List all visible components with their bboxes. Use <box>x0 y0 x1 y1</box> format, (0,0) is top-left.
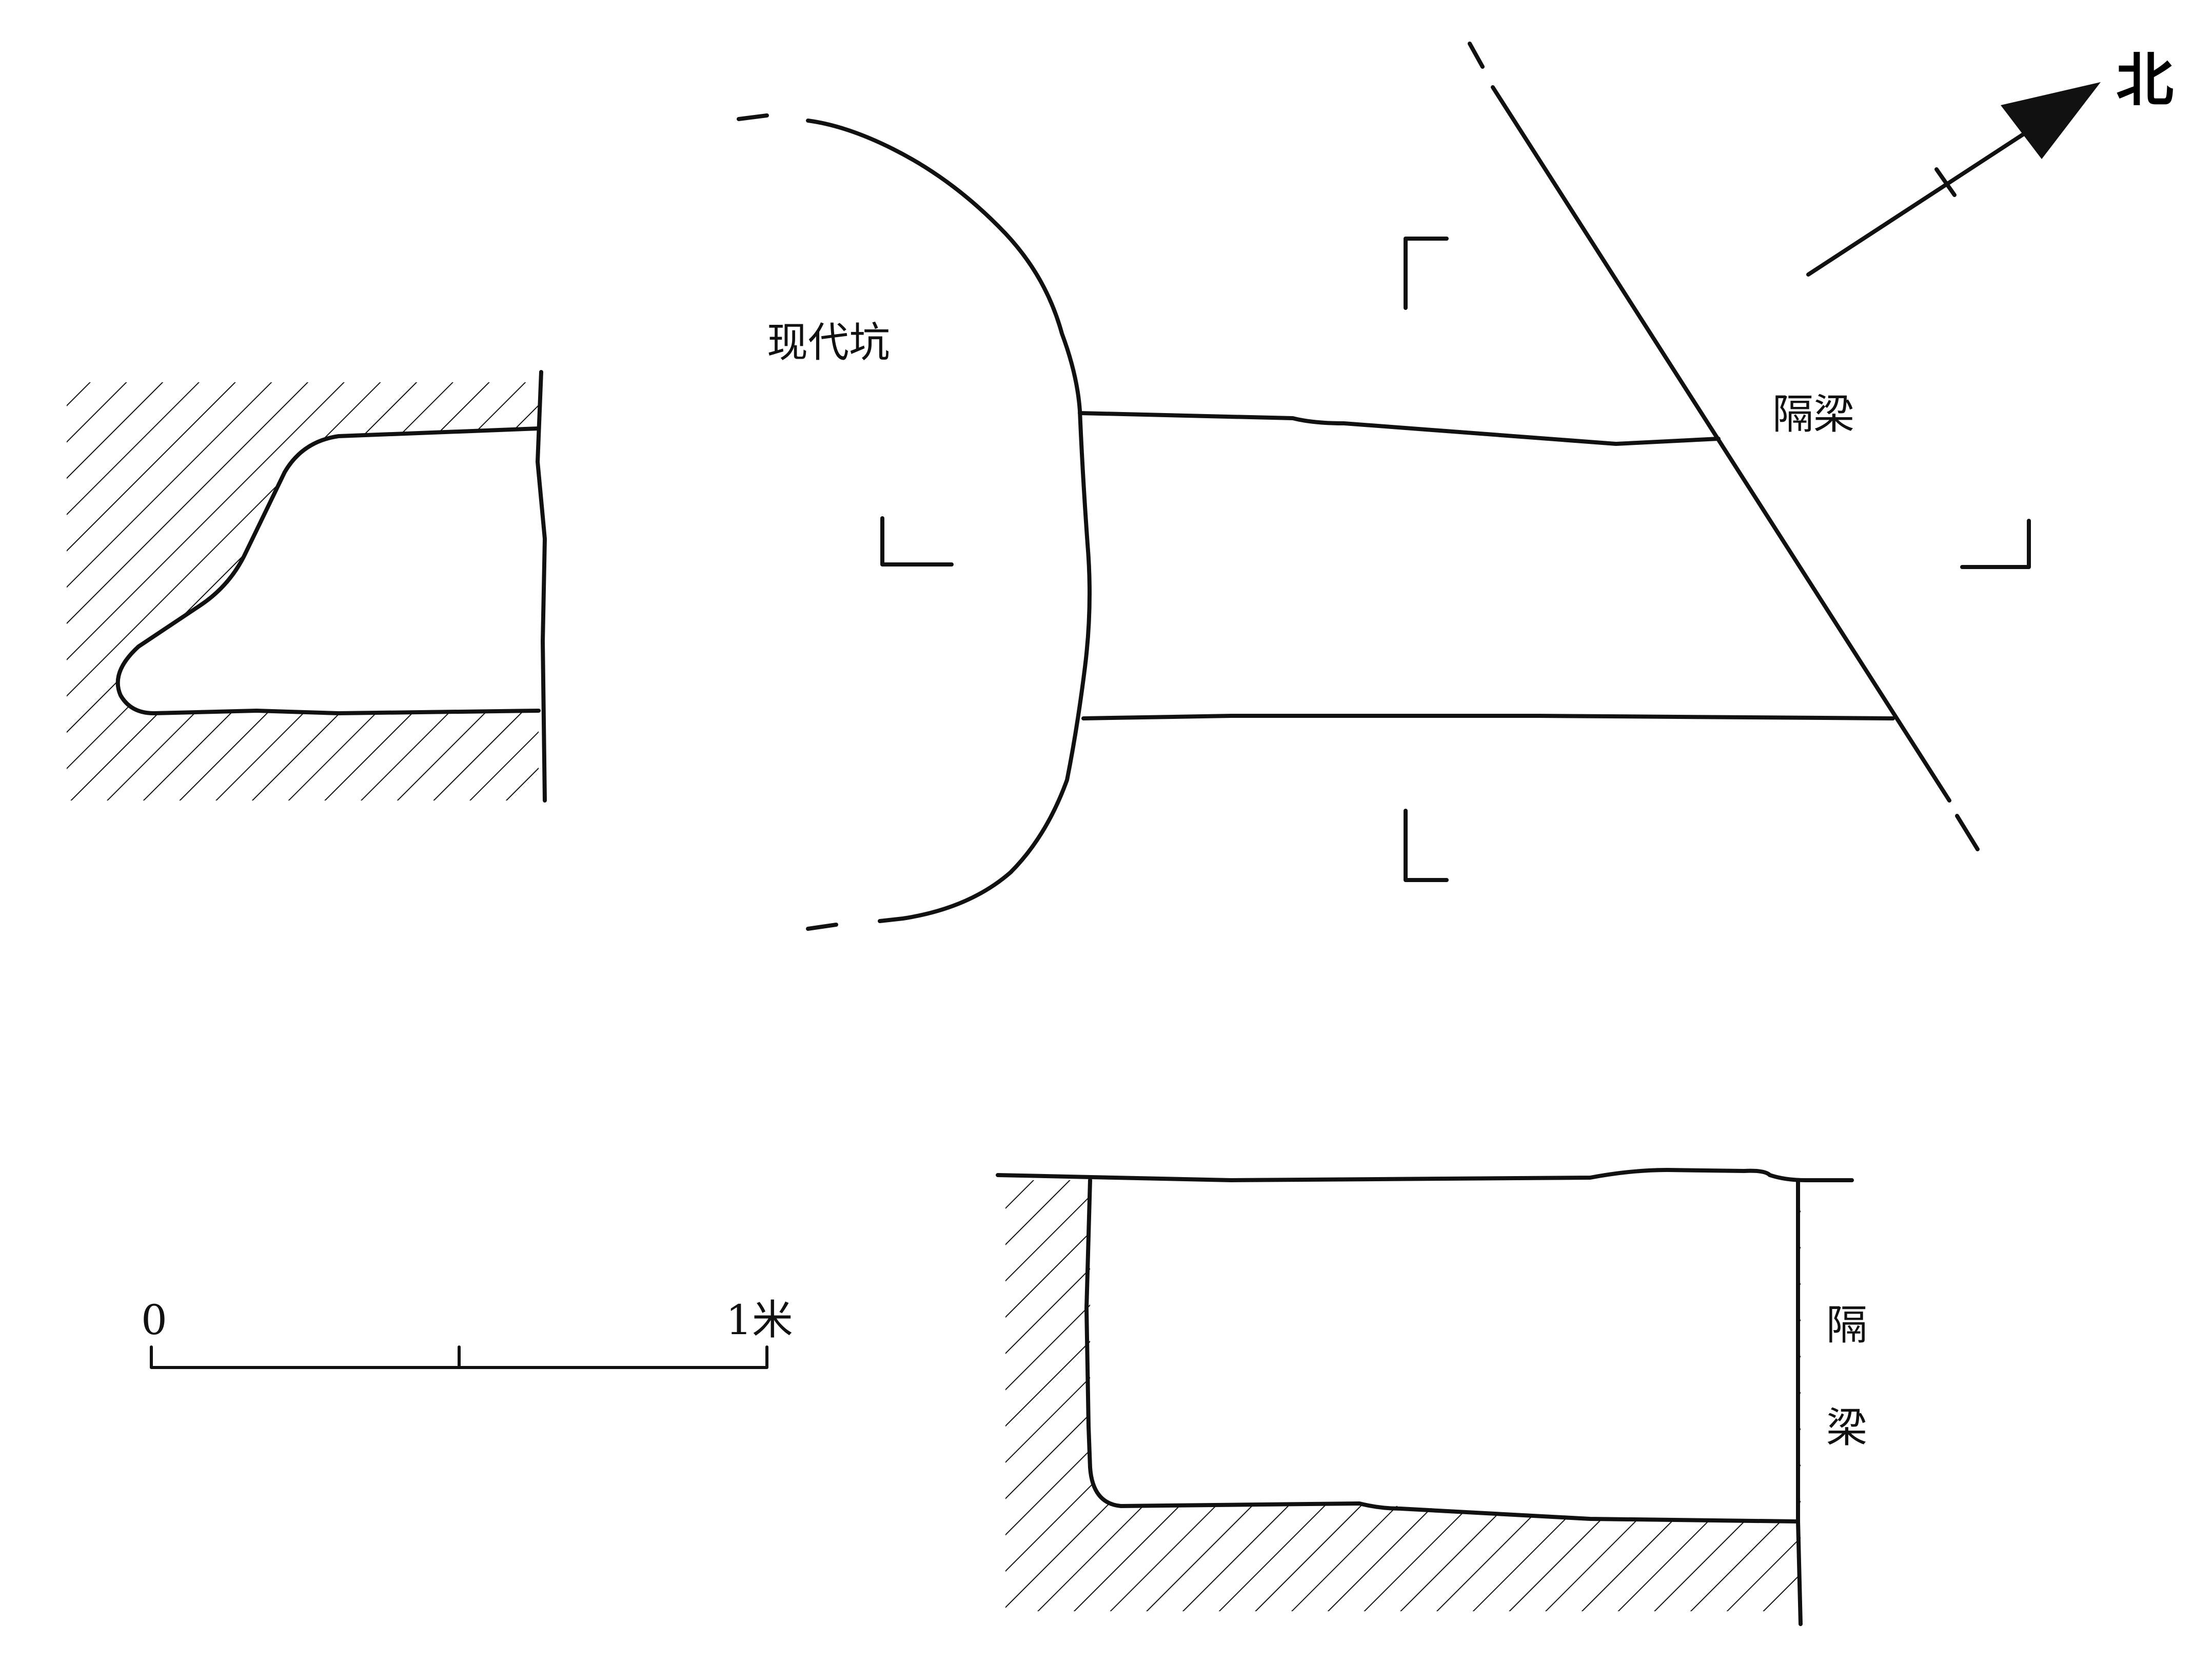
balk-line <box>1491 85 1951 803</box>
north-arrow-shaft <box>1806 119 2046 277</box>
modern-pit-dash-bottom <box>806 923 838 931</box>
trench-north-wall <box>1078 411 1721 446</box>
north-arrow: 北 <box>1806 47 2174 277</box>
left-section-outline <box>115 426 541 715</box>
section-west-wall <box>1084 1178 1800 1523</box>
modern-pit-label: 现代坑 <box>767 319 890 366</box>
left-section-edge <box>536 370 547 803</box>
left-section-profile <box>67 370 547 803</box>
balk-line-dash-bottom <box>1955 814 1980 851</box>
north-arrow-tick <box>1934 167 1957 197</box>
balk-line-dash-top <box>1468 42 1485 69</box>
section-marker-right <box>1960 519 2031 569</box>
section-ground-line <box>996 1168 1854 1182</box>
balk-label-section-1: 隔 <box>1826 1301 1867 1349</box>
modern-pit-outline <box>806 119 1092 923</box>
north-label: 北 <box>2116 47 2174 114</box>
trench-south-wall <box>1081 714 1895 720</box>
section-marker-top <box>1404 237 1449 310</box>
scale-bar-end-label: 1米 <box>726 1296 793 1344</box>
modern-pit-dash-top <box>737 113 769 121</box>
scale-bar: 0 1米 <box>141 1296 793 1369</box>
scale-bar-start-label: 0 <box>141 1296 167 1344</box>
section-balk-edge <box>1796 1178 1803 1626</box>
plan-view: 现代坑 隔梁 <box>737 42 2031 931</box>
longitudinal-section: 隔 梁 <box>996 1168 1867 1626</box>
north-arrow-head <box>2001 82 2101 159</box>
section-hatch <box>1005 1180 1801 1611</box>
balk-label-plan: 隔梁 <box>1772 390 1854 438</box>
section-marker-bottom <box>1404 809 1449 882</box>
left-section-hatch <box>67 382 539 800</box>
balk-label-section-2: 梁 <box>1826 1404 1867 1452</box>
section-marker-left <box>880 516 954 566</box>
